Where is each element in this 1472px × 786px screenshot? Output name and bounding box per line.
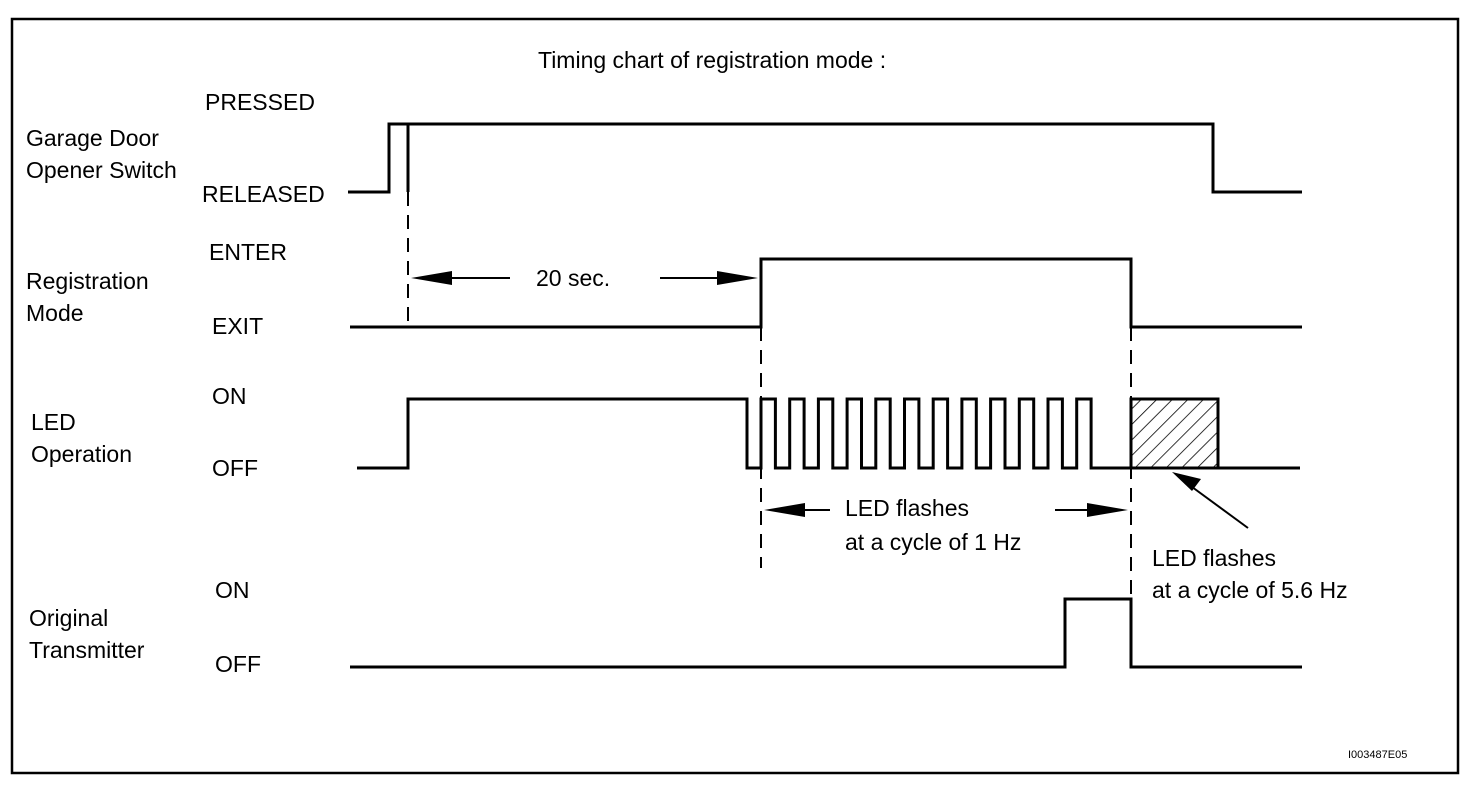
pointer-5hz-arrowhead xyxy=(1172,472,1201,491)
signal-name-transmitter-line2: Transmitter xyxy=(29,637,145,663)
signal-name-led-line2: Operation xyxy=(31,441,132,467)
outer-frame xyxy=(10,17,1460,775)
signal-name-led-line1: LED xyxy=(31,409,76,435)
level-label-transmitter-on: ON xyxy=(215,577,250,603)
diagram-title: Timing chart of registration mode : xyxy=(538,47,886,73)
level-label-led-on: ON xyxy=(212,383,247,409)
led-fast-flash-hatch xyxy=(1129,397,1220,470)
label-led-5hz-line1: LED flashes xyxy=(1152,545,1276,571)
level-label-exit: EXIT xyxy=(212,313,263,339)
arrowhead-20sec-left xyxy=(411,271,452,285)
arrowhead-20sec-right xyxy=(717,271,758,285)
waveform-garage-door-switch xyxy=(348,122,1302,194)
waveform-registration-mode xyxy=(350,257,1302,329)
pointer-5hz-line xyxy=(1187,483,1249,529)
level-label-released: RELEASED xyxy=(202,181,325,207)
arrowhead-1hz-left xyxy=(764,503,805,517)
waveform-led-operation xyxy=(357,397,1300,470)
label-20-sec: 20 sec. xyxy=(536,265,610,291)
level-label-enter: ENTER xyxy=(209,239,287,265)
level-label-transmitter-off: OFF xyxy=(215,651,261,677)
label-led-1hz-line2: at a cycle of 1 Hz xyxy=(845,529,1021,555)
figure-id: I003487E05 xyxy=(1348,749,1407,761)
level-label-led-off: OFF xyxy=(212,455,258,481)
waveform-original-transmitter xyxy=(350,597,1302,669)
signal-name-registration-line1: Registration xyxy=(26,268,149,294)
label-led-1hz-line1: LED flashes xyxy=(845,495,969,521)
signal-name-transmitter-line1: Original xyxy=(29,605,108,631)
signal-name-registration-line2: Mode xyxy=(26,300,84,326)
arrowhead-1hz-right xyxy=(1087,503,1128,517)
signal-name-garage-line1: Garage Door xyxy=(26,125,159,151)
signal-name-garage-line2: Opener Switch xyxy=(26,157,177,183)
level-label-pressed: PRESSED xyxy=(205,89,315,115)
label-led-5hz-line2: at a cycle of 5.6 Hz xyxy=(1152,577,1348,603)
